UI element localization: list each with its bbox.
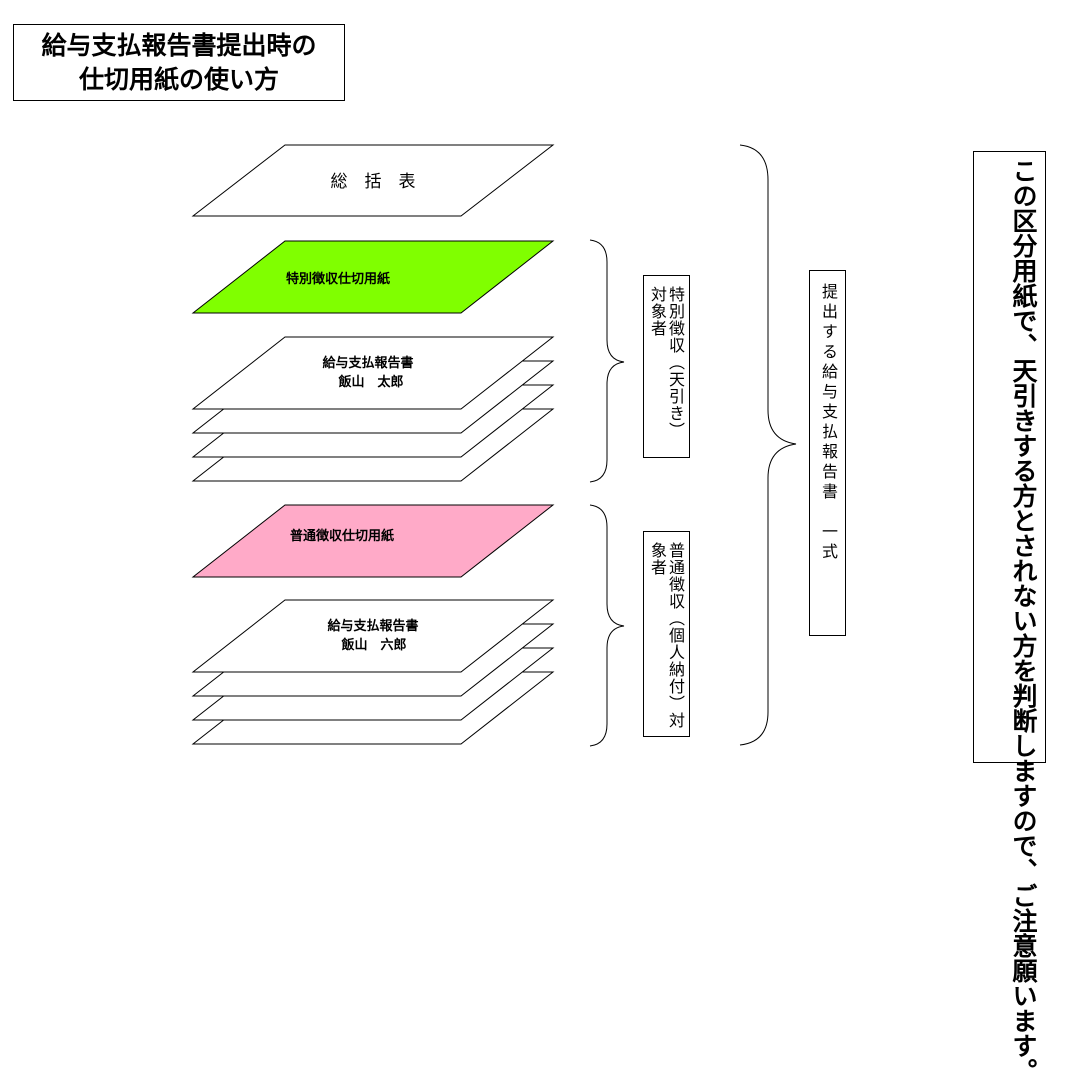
normal-report-sheet-1	[191, 599, 555, 673]
normal-group-brace	[589, 504, 625, 747]
special-target-label: 特別徴収（天引き）対象者	[648, 286, 685, 439]
diagram-canvas: 総 括 表 特別徴収仕切用紙 給与支払報告書 飯山 太郎 普通徴収仕切用紙 給与…	[191, 144, 797, 747]
normal-separator-label: 普通徴収仕切用紙	[290, 528, 394, 544]
title-line-2: 仕切用紙の使い方	[78, 64, 279, 94]
notice-box: この区分用紙で、天引きする方とされない方を判断しますので、ご注意願います。	[973, 151, 1046, 1083]
summary-sheet	[191, 144, 555, 217]
special-report-name: 飯山 太郎	[337, 374, 403, 390]
normal-target-label: 普通徴収（個人納付）対象者	[648, 542, 685, 729]
summary-sheet-label: 総 括 表	[331, 172, 416, 192]
title-line-1: 給与支払報告書提出時の	[41, 30, 317, 60]
special-report-sheet-1	[191, 336, 555, 410]
all-reports-label: 提出する給与支払報告書 一式	[819, 283, 838, 563]
all-reports-box: 提出する給与支払報告書 一式	[809, 270, 846, 636]
title-box: 給与支払報告書提出時の 仕切用紙の使い方	[13, 24, 345, 101]
all-reports-brace	[739, 144, 797, 746]
special-separator-sheet	[191, 240, 555, 314]
notice-text: この区分用紙で、天引きする方とされない方を判断しますので、ご注意願います。	[1009, 158, 1038, 1083]
special-group-brace	[589, 239, 625, 483]
normal-separator-sheet	[191, 504, 555, 578]
normal-report-title: 給与支払報告書	[327, 618, 418, 634]
special-separator-label: 特別徴収仕切用紙	[286, 271, 390, 287]
normal-report-name: 飯山 六郎	[340, 637, 406, 653]
special-target-box: 特別徴収（天引き）対象者	[643, 275, 690, 458]
special-report-title: 給与支払報告書	[322, 355, 413, 371]
normal-target-box: 普通徴収（個人納付）対象者	[643, 531, 690, 737]
